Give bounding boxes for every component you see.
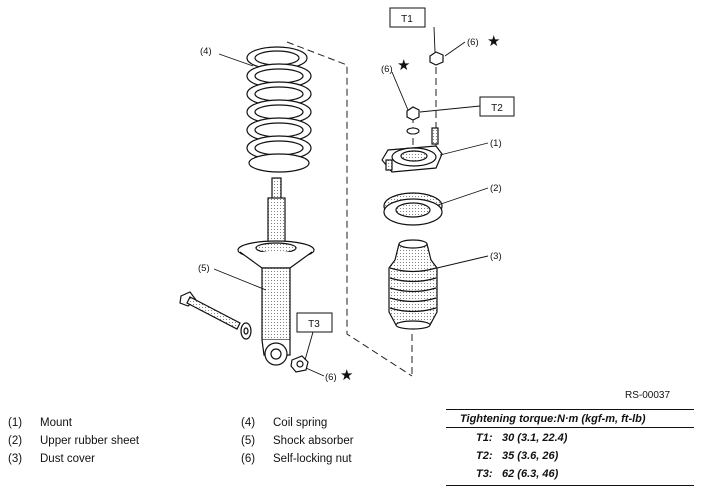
legend-right: (4) Coil spring (5) Shock absorber (6) Self… (241, 414, 354, 468)
torque-value: 62 (6.3, 46) (502, 468, 559, 480)
legend-num: (1) (8, 417, 23, 429)
legend-num: (5) (241, 435, 256, 447)
torque-row: T2: 35 (3.6, 26) (446, 446, 694, 464)
legend-num: (3) (8, 453, 23, 465)
legend-label: Shock absorber (273, 435, 354, 447)
legend-num: (2) (8, 435, 23, 447)
dust-cover (388, 239, 438, 330)
torque-value: 30 (3.1, 22.4) (502, 432, 568, 444)
washer (406, 127, 420, 135)
coil-spring (246, 46, 312, 173)
star-icon: ★ (487, 32, 500, 50)
legend-label: Mount (40, 417, 72, 429)
upper-self-locking-nut-t2 (406, 106, 420, 121)
star-icon: ★ (340, 366, 353, 384)
legend-item: (1) Mount (8, 414, 139, 432)
legend-label: Upper rubber sheet (40, 435, 140, 447)
torque-table-title: Tightening torque:N·m (kgf-m, ft-lb) (446, 409, 694, 428)
torque-value: 35 (3.6, 26) (502, 450, 559, 462)
callout-6-mid: (6) (381, 64, 393, 75)
legend-num: (6) (241, 453, 256, 465)
torque-key: T2: (476, 450, 493, 462)
leader-lines (213, 26, 489, 377)
callout-1: (1) (490, 138, 502, 149)
legend-label: Dust cover (40, 453, 95, 465)
callout-6-top: (6) (467, 37, 479, 48)
torque-box-t1-label: T1 (401, 14, 413, 25)
upper-rubber-sheet (383, 192, 443, 226)
legend-item: (5) Shock absorber (241, 432, 354, 450)
legend-item: (4) Coil spring (241, 414, 354, 432)
upper-self-locking-nut-t1 (429, 51, 444, 66)
callout-6-bottom: (6) (325, 372, 337, 383)
shock-absorber (237, 177, 315, 366)
torque-box-t1 (389, 7, 426, 28)
legend-item: (6) Self-locking nut (241, 450, 354, 468)
callout-5: (5) (198, 263, 210, 274)
callout-4: (4) (200, 46, 212, 57)
legend-label: Coil spring (273, 417, 328, 429)
legend-left: (1) Mount (2) Upper rubber sheet (3) Dust c… (8, 414, 139, 468)
torque-box-t3-label: T3 (308, 319, 320, 330)
lower-mounting-bolt (179, 291, 252, 340)
legend-item: (2) Upper rubber sheet (8, 432, 139, 450)
legend-num: (4) (241, 417, 256, 429)
torque-box-t2 (479, 96, 515, 117)
torque-box-t2-label: T2 (491, 103, 503, 114)
torque-row: T1: 30 (3.1, 22.4) (446, 428, 694, 446)
torque-box-t3 (296, 312, 333, 333)
strut-mount (381, 127, 443, 173)
figure-id: RS-00037 (625, 390, 671, 401)
torque-row: T3: 62 (6.3, 46) (446, 464, 694, 482)
torque-table-rule (446, 485, 694, 486)
legend-label: Self-locking nut (273, 453, 352, 465)
torque-key: T3: (476, 468, 493, 480)
star-icon: ★ (397, 56, 410, 74)
lower-self-locking-nut (290, 355, 309, 373)
callout-2: (2) (490, 183, 502, 194)
torque-table: Tightening torque:N·m (kgf-m, ft-lb) T1:… (446, 409, 694, 486)
torque-key: T1: (476, 432, 493, 444)
callout-3: (3) (490, 251, 502, 262)
legend-item: (3) Dust cover (8, 450, 139, 468)
